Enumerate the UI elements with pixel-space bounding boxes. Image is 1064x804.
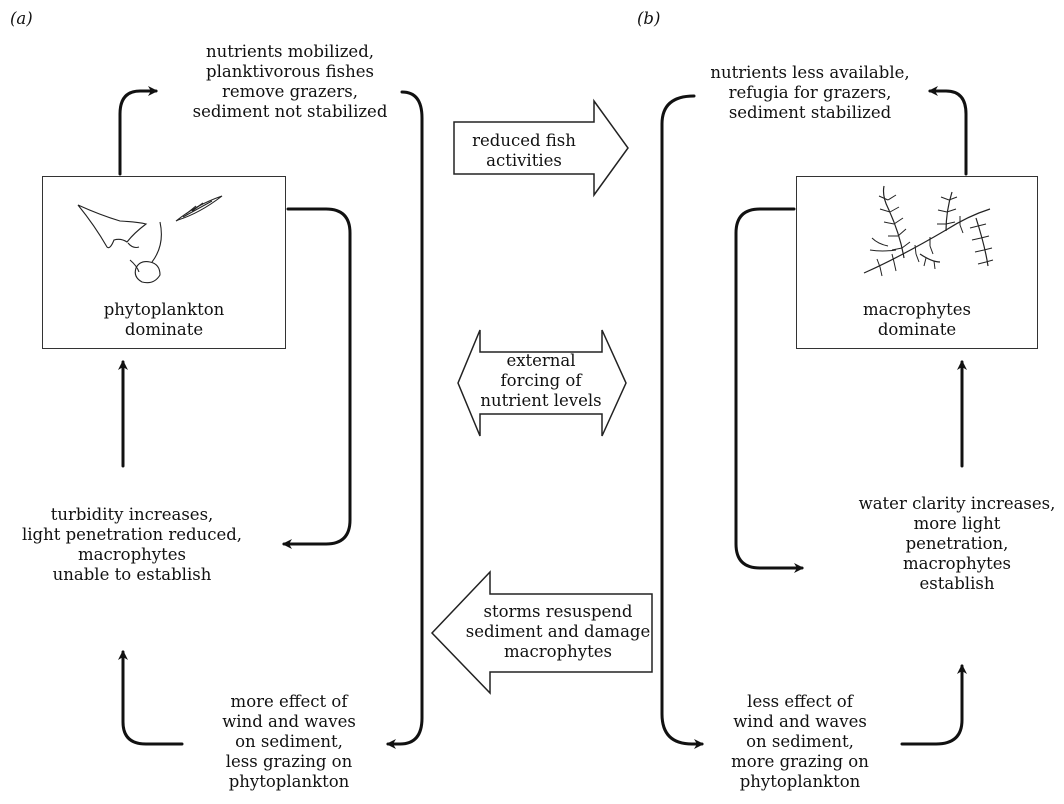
macrophytes-state-box (796, 176, 1038, 349)
macrophytes-bottom-text: less effect of wind and waves on sedimen… (731, 692, 869, 791)
macrophyte-icon (863, 185, 994, 277)
macrophytes-mid-text: water clarity increases, more light pene… (858, 494, 1056, 593)
phytoplankton-top-text: nutrients mobilized, planktivorous fishe… (192, 42, 388, 121)
phytoplankton-bottom-text: more effect of wind and waves on sedimen… (222, 692, 356, 791)
right-block-arrow (453, 98, 629, 198)
panel-label-a: (a) (10, 9, 33, 28)
arrow-box-to-mid-b (734, 207, 804, 573)
arrow-top-to-bottom-a (386, 90, 424, 749)
arrow-box-to-mid-a (282, 207, 352, 549)
arrow-bottom-to-mid-a (118, 650, 184, 746)
arrow-bottom-to-mid-b (900, 664, 967, 746)
phytoplankton-icon (77, 195, 223, 284)
phytoplankton-state-label: phytoplankton dominate (103, 300, 225, 339)
macrophytes-top-text: nutrients less available, refugia for gr… (710, 63, 910, 122)
reduced-fish-text: reduced fish activities (472, 131, 576, 170)
phytoplankton-state-box (42, 176, 286, 349)
panel-label-b: (b) (637, 9, 661, 28)
phytoplankton-mid-text: turbidity increases, light penetration r… (21, 505, 243, 584)
storms-text: storms resuspend sediment and damage mac… (465, 602, 651, 661)
left-block-arrow (430, 570, 653, 695)
arrow-box-to-top-text-b (928, 86, 968, 176)
double-block-arrow (457, 329, 627, 437)
external-forcing-text: external forcing of nutrient levels (480, 351, 602, 410)
arrow-top-to-bottom-b (660, 94, 704, 749)
arrow-box-to-top-text-a (118, 86, 158, 176)
macrophytes-state-label: macrophytes dominate (863, 300, 971, 339)
